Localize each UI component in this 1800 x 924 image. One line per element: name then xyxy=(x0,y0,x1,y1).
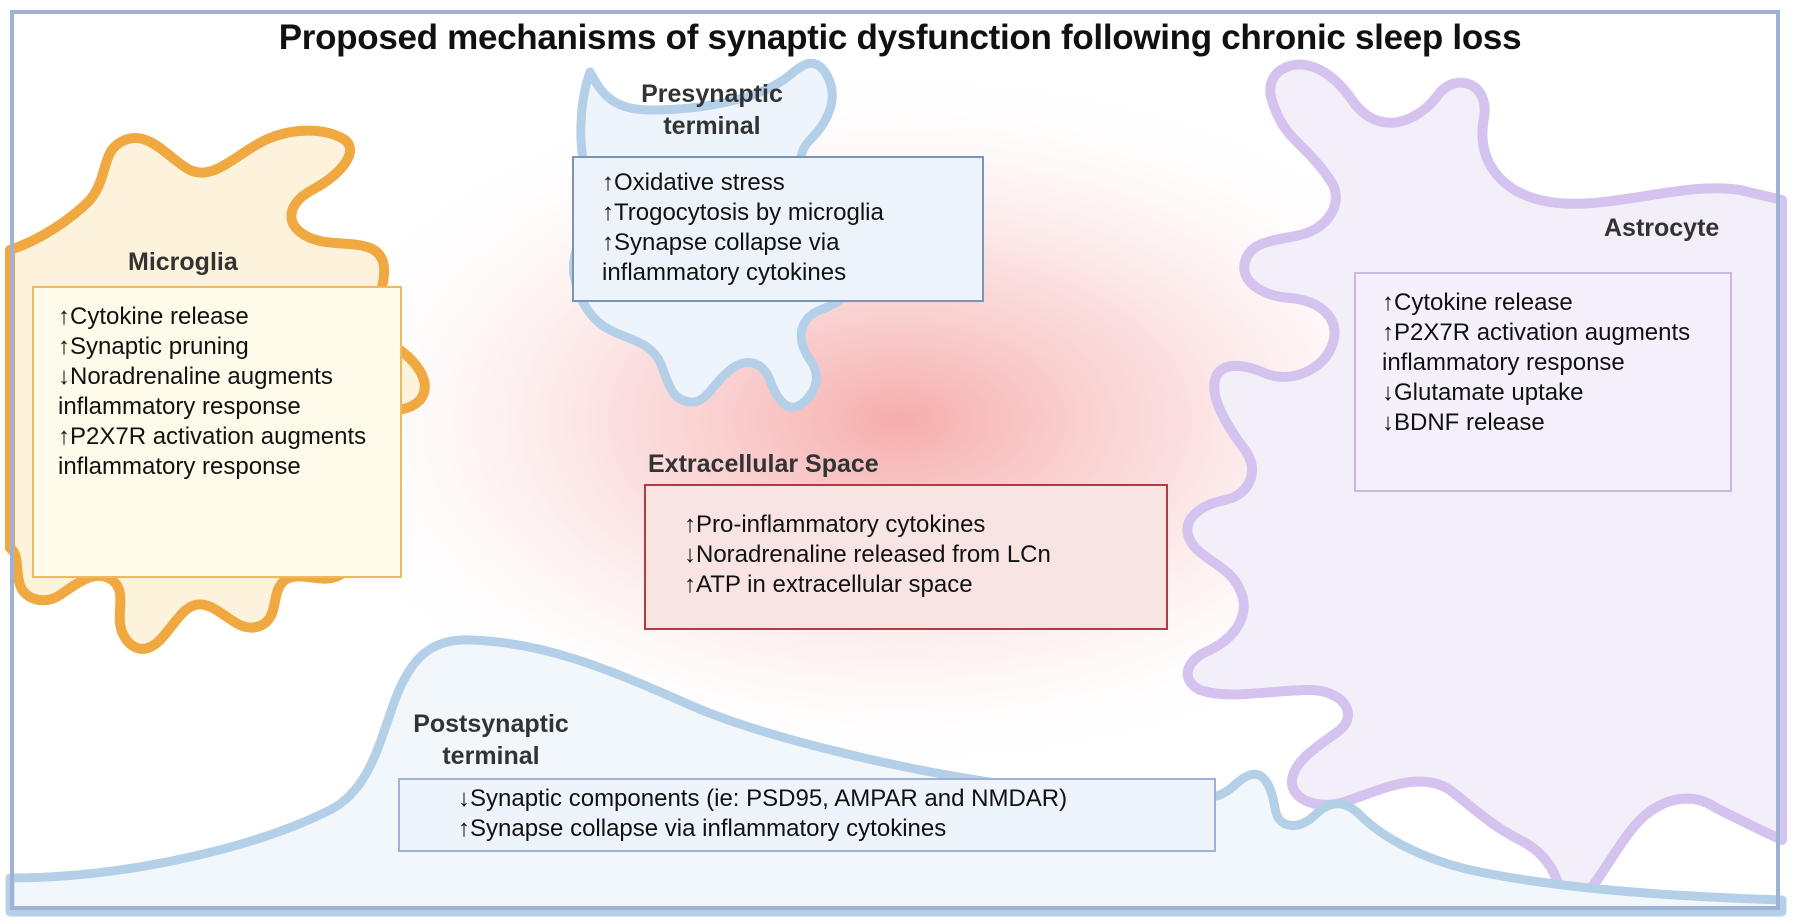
microglia-list: ↑Cytokine release ↑Synaptic pruning ↓Nor… xyxy=(58,302,376,482)
list-item: ↓Synaptic components (ie: PSD95, AMPAR a… xyxy=(458,785,1068,812)
presynaptic-list: ↑Oxidative stress ↑Trogocytosis by micro… xyxy=(602,168,954,288)
microglia-label: Microglia xyxy=(128,248,238,276)
astrocyte-box: ↑Cytokine release ↑P2X7R activation augm… xyxy=(1354,272,1732,492)
presynaptic-label: Presynaptic terminal xyxy=(641,80,783,140)
postsynaptic-list: ↓Synaptic components (ie: PSD95, AMPAR a… xyxy=(458,784,1156,844)
microglia-box: ↑Cytokine release ↑Synaptic pruning ↓Nor… xyxy=(32,286,402,578)
list-item: ↑P2X7R activation augments inflammatory … xyxy=(1382,319,1691,376)
figure-title: Proposed mechanisms of synaptic dysfunct… xyxy=(278,18,1522,57)
list-item: ↑Cytokine release xyxy=(58,303,249,330)
extracellular-label: Extracellular Space xyxy=(648,450,879,478)
list-item: ↓Noradrenaline released from LCn xyxy=(684,541,1051,568)
list-item: ↑Synapse collapse via inflammatory cytok… xyxy=(602,229,847,286)
list-item: ↑Cytokine release xyxy=(1382,289,1573,316)
list-item: ↑ATP in extracellular space xyxy=(684,571,973,598)
list-item: ↑Trogocytosis by microglia xyxy=(602,199,884,226)
list-item: ↓Glutamate uptake xyxy=(1382,379,1584,406)
astrocyte-list: ↑Cytokine release ↑P2X7R activation augm… xyxy=(1382,288,1704,438)
list-item: ↑Oxidative stress xyxy=(602,169,785,196)
list-item: ↓Noradrenaline augments inflammatory res… xyxy=(58,363,333,420)
extracellular-box: ↑Pro-inflammatory cytokines ↓Noradrenali… xyxy=(644,484,1168,630)
astrocyte-label: Astrocyte xyxy=(1604,214,1720,242)
extracellular-list: ↑Pro-inflammatory cytokines ↓Noradrenali… xyxy=(684,510,1128,600)
postsynaptic-label: Postsynaptic terminal xyxy=(413,710,569,770)
list-item: ↑Pro-inflammatory cytokines xyxy=(684,511,986,538)
list-item: ↓BDNF release xyxy=(1382,409,1545,436)
postsynaptic-box: ↓Synaptic components (ie: PSD95, AMPAR a… xyxy=(398,778,1216,852)
list-item: ↑Synapse collapse via inflammatory cytok… xyxy=(458,815,947,842)
presynaptic-box: ↑Oxidative stress ↑Trogocytosis by micro… xyxy=(572,156,984,302)
list-item: ↑Synaptic pruning xyxy=(58,333,249,360)
list-item: ↑P2X7R activation augments inflammatory … xyxy=(58,423,367,480)
